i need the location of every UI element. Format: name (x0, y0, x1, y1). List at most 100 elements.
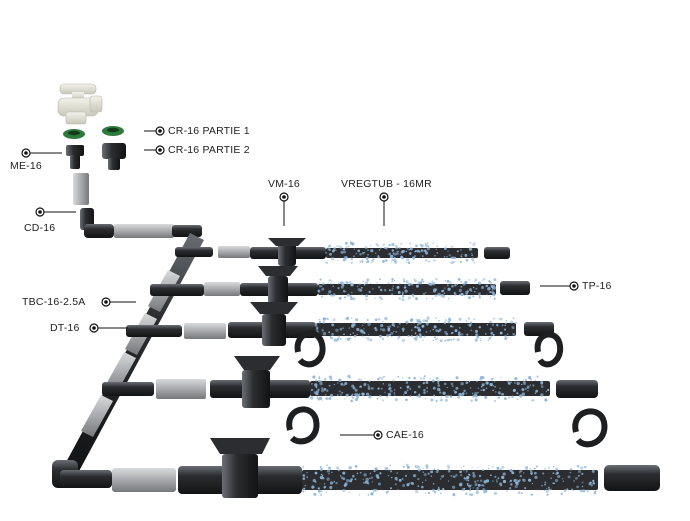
water-drop (411, 293, 415, 297)
label-cr16-partie2: CR-16 PARTIE 2 (168, 144, 250, 156)
water-drop (475, 287, 478, 290)
water-drop (318, 320, 322, 323)
water-drop (363, 322, 366, 324)
water-drop (398, 250, 400, 252)
water-drop (517, 480, 520, 483)
water-drop (398, 282, 401, 285)
water-drop (385, 247, 388, 250)
water-drop (474, 483, 478, 487)
water-drop (450, 338, 453, 341)
water-drop (365, 480, 369, 484)
water-drop (420, 244, 424, 248)
water-drop (444, 287, 446, 290)
water-drop (320, 387, 324, 390)
water-drop (394, 476, 398, 480)
water-drop (371, 481, 373, 483)
water-drop (408, 251, 412, 255)
water-drop (408, 376, 411, 380)
water-drop (377, 387, 380, 390)
water-drop (340, 394, 342, 397)
water-drop (316, 396, 319, 398)
water-drop (410, 335, 413, 337)
water-drop (384, 316, 388, 321)
water-drop (342, 250, 347, 254)
water-drop (397, 338, 399, 340)
water-drop (489, 281, 492, 284)
water-drop (491, 288, 494, 291)
water-drop (447, 250, 449, 252)
water-drop (364, 281, 369, 285)
water-drop (360, 286, 363, 289)
water-drop (415, 331, 417, 334)
water-drop (510, 381, 513, 384)
water-drop (425, 292, 427, 294)
water-drop (435, 399, 438, 403)
water-drop (419, 335, 423, 339)
water-drop (448, 254, 451, 257)
water-drop (464, 253, 468, 257)
water-drop (555, 467, 559, 471)
water-drop (476, 380, 478, 383)
water-drop (470, 323, 473, 325)
water-drop (584, 465, 587, 469)
water-drop (367, 383, 369, 386)
water-drop (409, 395, 412, 398)
water-drop (504, 324, 507, 327)
water-drop (403, 278, 405, 280)
water-drop (357, 249, 361, 253)
water-drop (355, 397, 359, 402)
water-drop (354, 478, 357, 481)
water-drop (489, 327, 493, 331)
water-drop (421, 255, 424, 257)
water-drop (499, 387, 501, 389)
water-drop (439, 492, 442, 495)
water-drop (514, 376, 518, 381)
water-drop (478, 474, 482, 478)
water-drop (343, 248, 346, 251)
water-drop (471, 252, 473, 254)
water-drop (451, 256, 455, 260)
water-drop (441, 289, 444, 293)
water-drop (447, 297, 450, 300)
water-drop (379, 395, 382, 398)
water-drop (337, 469, 340, 472)
water-drop (443, 292, 446, 294)
water-drop (418, 393, 421, 396)
water-drop (491, 323, 495, 327)
water-drop (552, 482, 555, 485)
water-drop (322, 320, 326, 324)
water-drop (388, 469, 390, 471)
water-drop (377, 482, 381, 486)
water-drop (387, 282, 390, 285)
water-drop (383, 288, 387, 292)
water-drop (321, 389, 325, 393)
water-drop (393, 330, 395, 333)
water-drop (463, 477, 467, 480)
water-drop (342, 258, 346, 262)
water-drop (480, 389, 482, 391)
water-drop (470, 484, 473, 486)
water-drop (366, 278, 370, 282)
water-drop (535, 389, 539, 393)
water-drop (484, 333, 487, 335)
water-drop (437, 488, 441, 491)
water-drop (346, 316, 350, 320)
water-drop (391, 287, 394, 290)
water-drop (425, 251, 429, 255)
water-drop (439, 478, 442, 480)
water-drop (490, 474, 492, 477)
water-drop (336, 382, 339, 384)
water-drop (382, 399, 385, 402)
water-drop (435, 470, 439, 474)
water-drop (313, 492, 317, 496)
water-drop (329, 485, 333, 490)
water-drop (534, 379, 537, 382)
water-drop (367, 386, 371, 390)
water-drop (499, 482, 503, 486)
water-drop (533, 467, 536, 470)
water-drop (396, 252, 400, 256)
water-drop (481, 376, 485, 379)
water-drop (379, 247, 382, 249)
water-drop (516, 479, 518, 481)
water-drop (377, 286, 381, 289)
